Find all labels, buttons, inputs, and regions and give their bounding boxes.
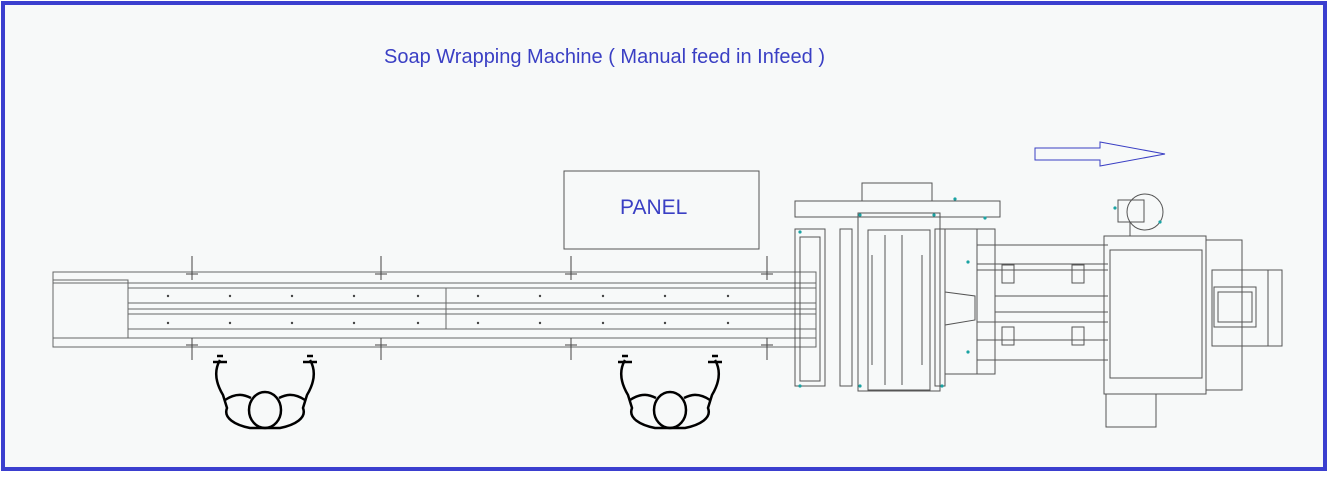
- operator-right-icon: [618, 354, 722, 430]
- fastener-dot: [290, 321, 294, 325]
- accent-dot: [798, 384, 802, 388]
- operator-left-icon: [213, 354, 317, 430]
- infeed-conveyor: [52, 256, 817, 360]
- fastener-dot: [416, 294, 420, 298]
- accent-dot: [966, 260, 970, 264]
- output-unit: [1103, 193, 1283, 428]
- accent-dot: [1113, 206, 1117, 210]
- fastener-dot: [352, 321, 356, 325]
- accent-dot: [798, 230, 802, 234]
- fastener-dot: [228, 321, 232, 325]
- accent-dot: [1158, 220, 1162, 224]
- fastener-dot: [228, 294, 232, 298]
- accent-dot: [940, 384, 944, 388]
- fastener-dot: [166, 294, 170, 298]
- diagram-title: Soap Wrapping Machine ( Manual feed in I…: [384, 46, 826, 68]
- fastener-dot: [476, 321, 480, 325]
- fastener-dot: [476, 294, 480, 298]
- fastener-dot: [538, 294, 542, 298]
- fastener-dot: [352, 294, 356, 298]
- accent-dot: [858, 213, 862, 217]
- fastener-dot: [601, 294, 605, 298]
- fastener-dot: [601, 321, 605, 325]
- accent-dot: [932, 213, 936, 217]
- fastener-dot: [290, 294, 294, 298]
- fastener-dot: [166, 321, 170, 325]
- accent-dot: [953, 197, 957, 201]
- fastener-dot: [726, 321, 730, 325]
- accent-dots: [798, 197, 1162, 388]
- conveyor-fastener-dots: [166, 294, 730, 325]
- fastener-dot: [416, 321, 420, 325]
- fastener-dot: [663, 321, 667, 325]
- accent-dot: [983, 216, 987, 220]
- panel-label: PANEL: [620, 196, 688, 219]
- fastener-dot: [726, 294, 730, 298]
- flow-arrow-icon: [1034, 141, 1166, 167]
- wrapping-machine: [794, 182, 1108, 392]
- panel-box: [563, 170, 760, 250]
- accent-dot: [858, 384, 862, 388]
- fastener-dot: [663, 294, 667, 298]
- fastener-dot: [538, 321, 542, 325]
- accent-dot: [966, 350, 970, 354]
